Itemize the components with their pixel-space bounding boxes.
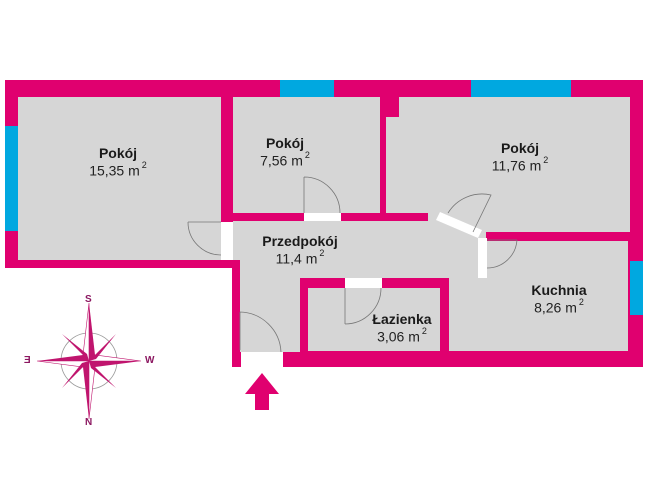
door-swings xyxy=(187,176,518,353)
room-name: Kuchnia xyxy=(531,282,587,298)
floors xyxy=(18,97,630,352)
room-name: Pokój xyxy=(98,145,138,161)
compass-label-left: E xyxy=(24,355,31,366)
window-top-room2 xyxy=(280,80,334,97)
compass-label-top: S xyxy=(85,294,92,305)
compass-label-right: W xyxy=(145,355,155,366)
compass-rose-icon xyxy=(36,302,142,420)
door-openings xyxy=(221,212,487,368)
window-left xyxy=(5,126,18,231)
window-right-kitchen xyxy=(630,261,643,315)
windows xyxy=(5,80,643,315)
room-name: Przedpokój xyxy=(262,233,338,249)
room-name: Pokój xyxy=(265,135,305,151)
room-name: Pokój xyxy=(500,140,540,156)
room-name: Łazienka xyxy=(372,311,432,327)
compass-label-bottom: N xyxy=(85,417,93,428)
window-top-room3 xyxy=(471,80,571,97)
entrance-arrow-icon xyxy=(245,373,279,410)
